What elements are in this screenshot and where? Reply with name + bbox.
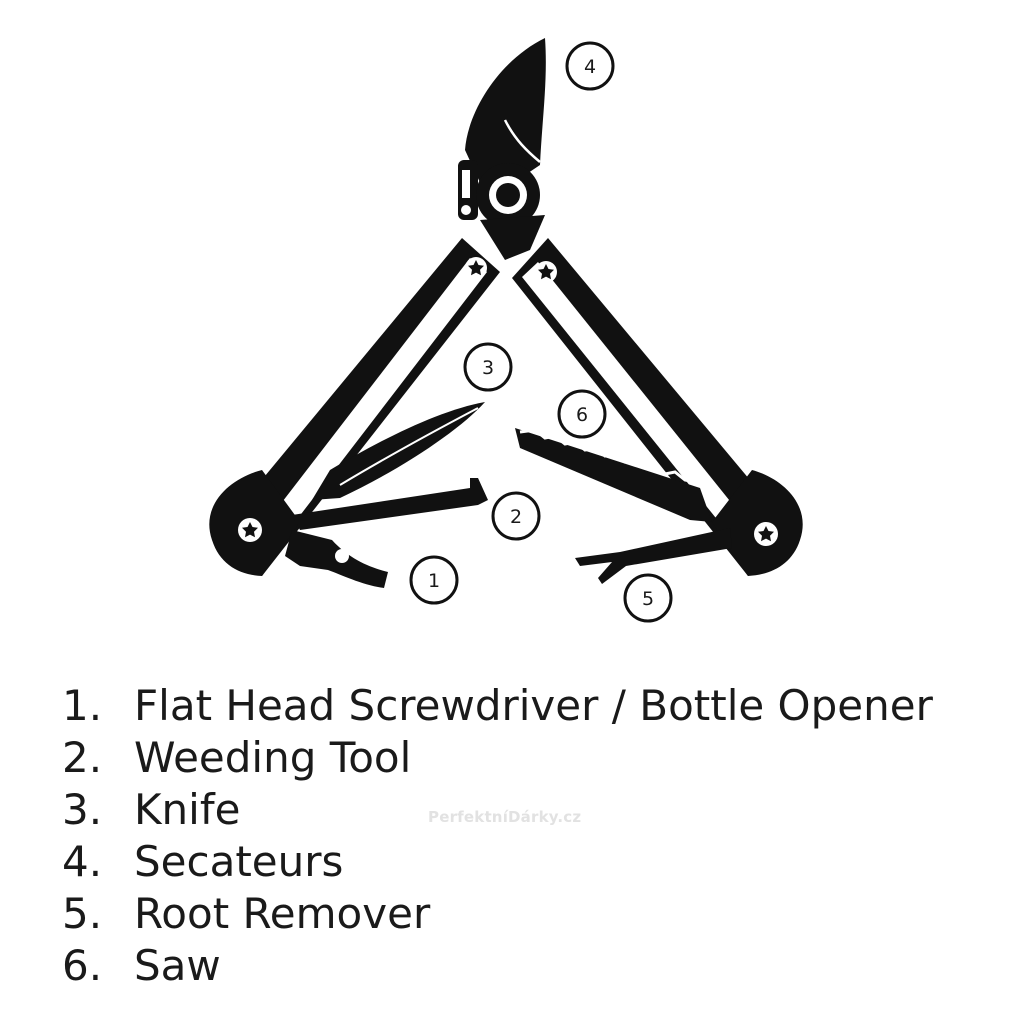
right-handle: [512, 238, 803, 576]
legend-number: 2.: [62, 733, 103, 782]
svg-text:1: 1: [428, 570, 440, 592]
callout-5: 5: [623, 573, 673, 623]
callout-1: 1: [409, 555, 459, 605]
svg-text:5: 5: [642, 588, 654, 610]
legend-item: 1. Flat Head Screwdriver / Bottle Opener: [62, 680, 1002, 732]
knife-blade: [312, 402, 485, 500]
legend-label: Secateurs: [134, 837, 344, 886]
callout-2: 2: [491, 491, 541, 541]
svg-text:6: 6: [576, 404, 588, 426]
legend-number: 3.: [62, 785, 103, 834]
legend-label: Flat Head Screwdriver / Bottle Opener: [134, 681, 933, 730]
legend-number: 1.: [62, 681, 103, 730]
svg-text:2: 2: [510, 506, 522, 528]
legend-item: 5. Root Remover: [62, 888, 1002, 940]
tool-legend: 1. Flat Head Screwdriver / Bottle Opener…: [62, 680, 1002, 992]
legend-label: Root Remover: [134, 889, 431, 938]
legend-number: 4.: [62, 837, 103, 886]
legend-label: Knife: [134, 785, 241, 834]
root-remover-tool: [575, 528, 732, 584]
saw-blade: [515, 428, 712, 522]
multitool-illustration: 4 3 6 2 1 5: [209, 38, 803, 623]
legend-number: 5.: [62, 889, 103, 938]
legend-number: 6.: [62, 941, 103, 990]
legend-label: Weeding Tool: [134, 733, 412, 782]
bottle-opener-tool: [285, 530, 388, 588]
svg-text:3: 3: [482, 357, 494, 379]
callout-6: 6: [557, 389, 607, 439]
legend-item: 4. Secateurs: [62, 836, 1002, 888]
callout-4: 4: [565, 41, 615, 91]
legend-item: 2. Weeding Tool: [62, 732, 1002, 784]
secateurs-blade: [458, 38, 546, 260]
watermark: PerfektníDárky.cz: [428, 808, 582, 826]
weeding-tool: [292, 478, 488, 530]
svg-text:4: 4: [584, 56, 596, 78]
legend-item: 3. Knife: [62, 784, 1002, 836]
legend-item: 6. Saw: [62, 940, 1002, 992]
callout-3: 3: [463, 342, 513, 392]
left-handle: [209, 238, 500, 576]
legend-label: Saw: [134, 941, 221, 990]
